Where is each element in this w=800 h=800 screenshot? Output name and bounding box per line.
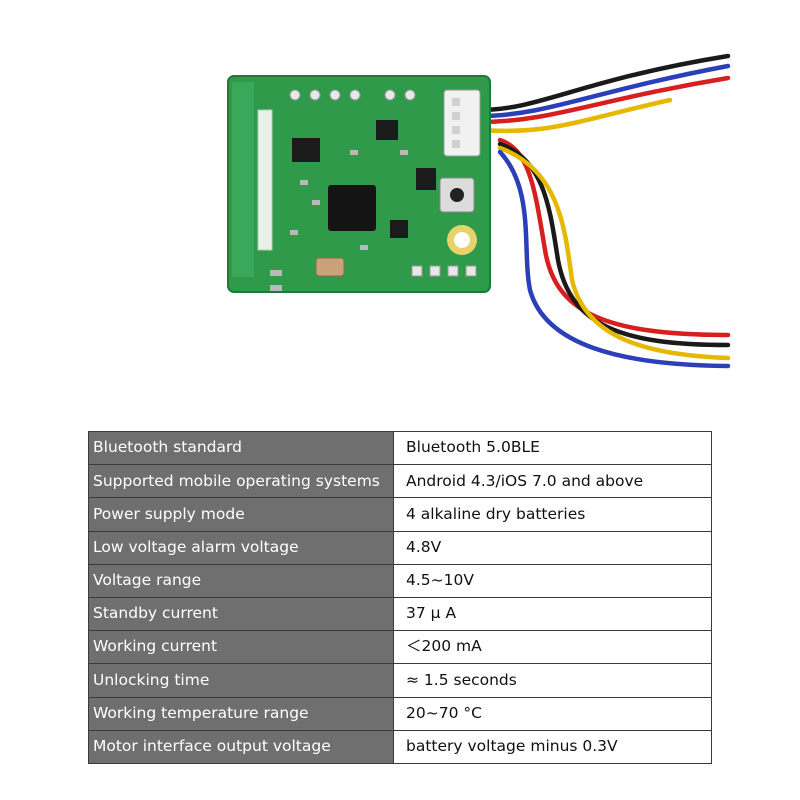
spec-value: Android 4.3/iOS 7.0 and above — [393, 464, 712, 499]
spec-key: Supported mobile operating systems — [88, 464, 394, 499]
pcb-board — [227, 75, 491, 293]
spec-value: battery voltage minus 0.3V — [393, 729, 712, 764]
wire-bundle — [477, 53, 731, 369]
spec-value: 4.8V — [393, 530, 712, 565]
table-row: Unlocking time≈ 1.5 seconds — [88, 663, 712, 698]
spec-key: Bluetooth standard — [88, 430, 394, 466]
wire-connector — [443, 89, 481, 157]
main-chip — [328, 185, 376, 231]
spec-value: ≈ 1.5 seconds — [393, 663, 712, 698]
spec-value: 20~70 °C — [393, 696, 712, 731]
spec-key: Standby current — [88, 596, 394, 632]
spec-key: Working current — [88, 630, 394, 665]
spec-value: 4 alkaline dry batteries — [393, 497, 712, 532]
spec-value: ＜200 mA — [393, 630, 712, 665]
spec-key: Voltage range — [88, 563, 394, 598]
table-row: Working current＜200 mA — [88, 630, 712, 665]
spec-key: Low voltage alarm voltage — [88, 530, 394, 565]
spec-key: Working temperature range — [88, 696, 394, 731]
spec-value: Bluetooth 5.0BLE — [393, 430, 712, 466]
spec-value: 4.5~10V — [393, 563, 712, 598]
product-photo — [227, 53, 731, 369]
spec-key: Power supply mode — [88, 497, 394, 532]
spec-value: 37 μ A — [393, 596, 712, 632]
spec-key: Motor interface output voltage — [88, 729, 394, 764]
spec-key: Unlocking time — [88, 663, 394, 698]
